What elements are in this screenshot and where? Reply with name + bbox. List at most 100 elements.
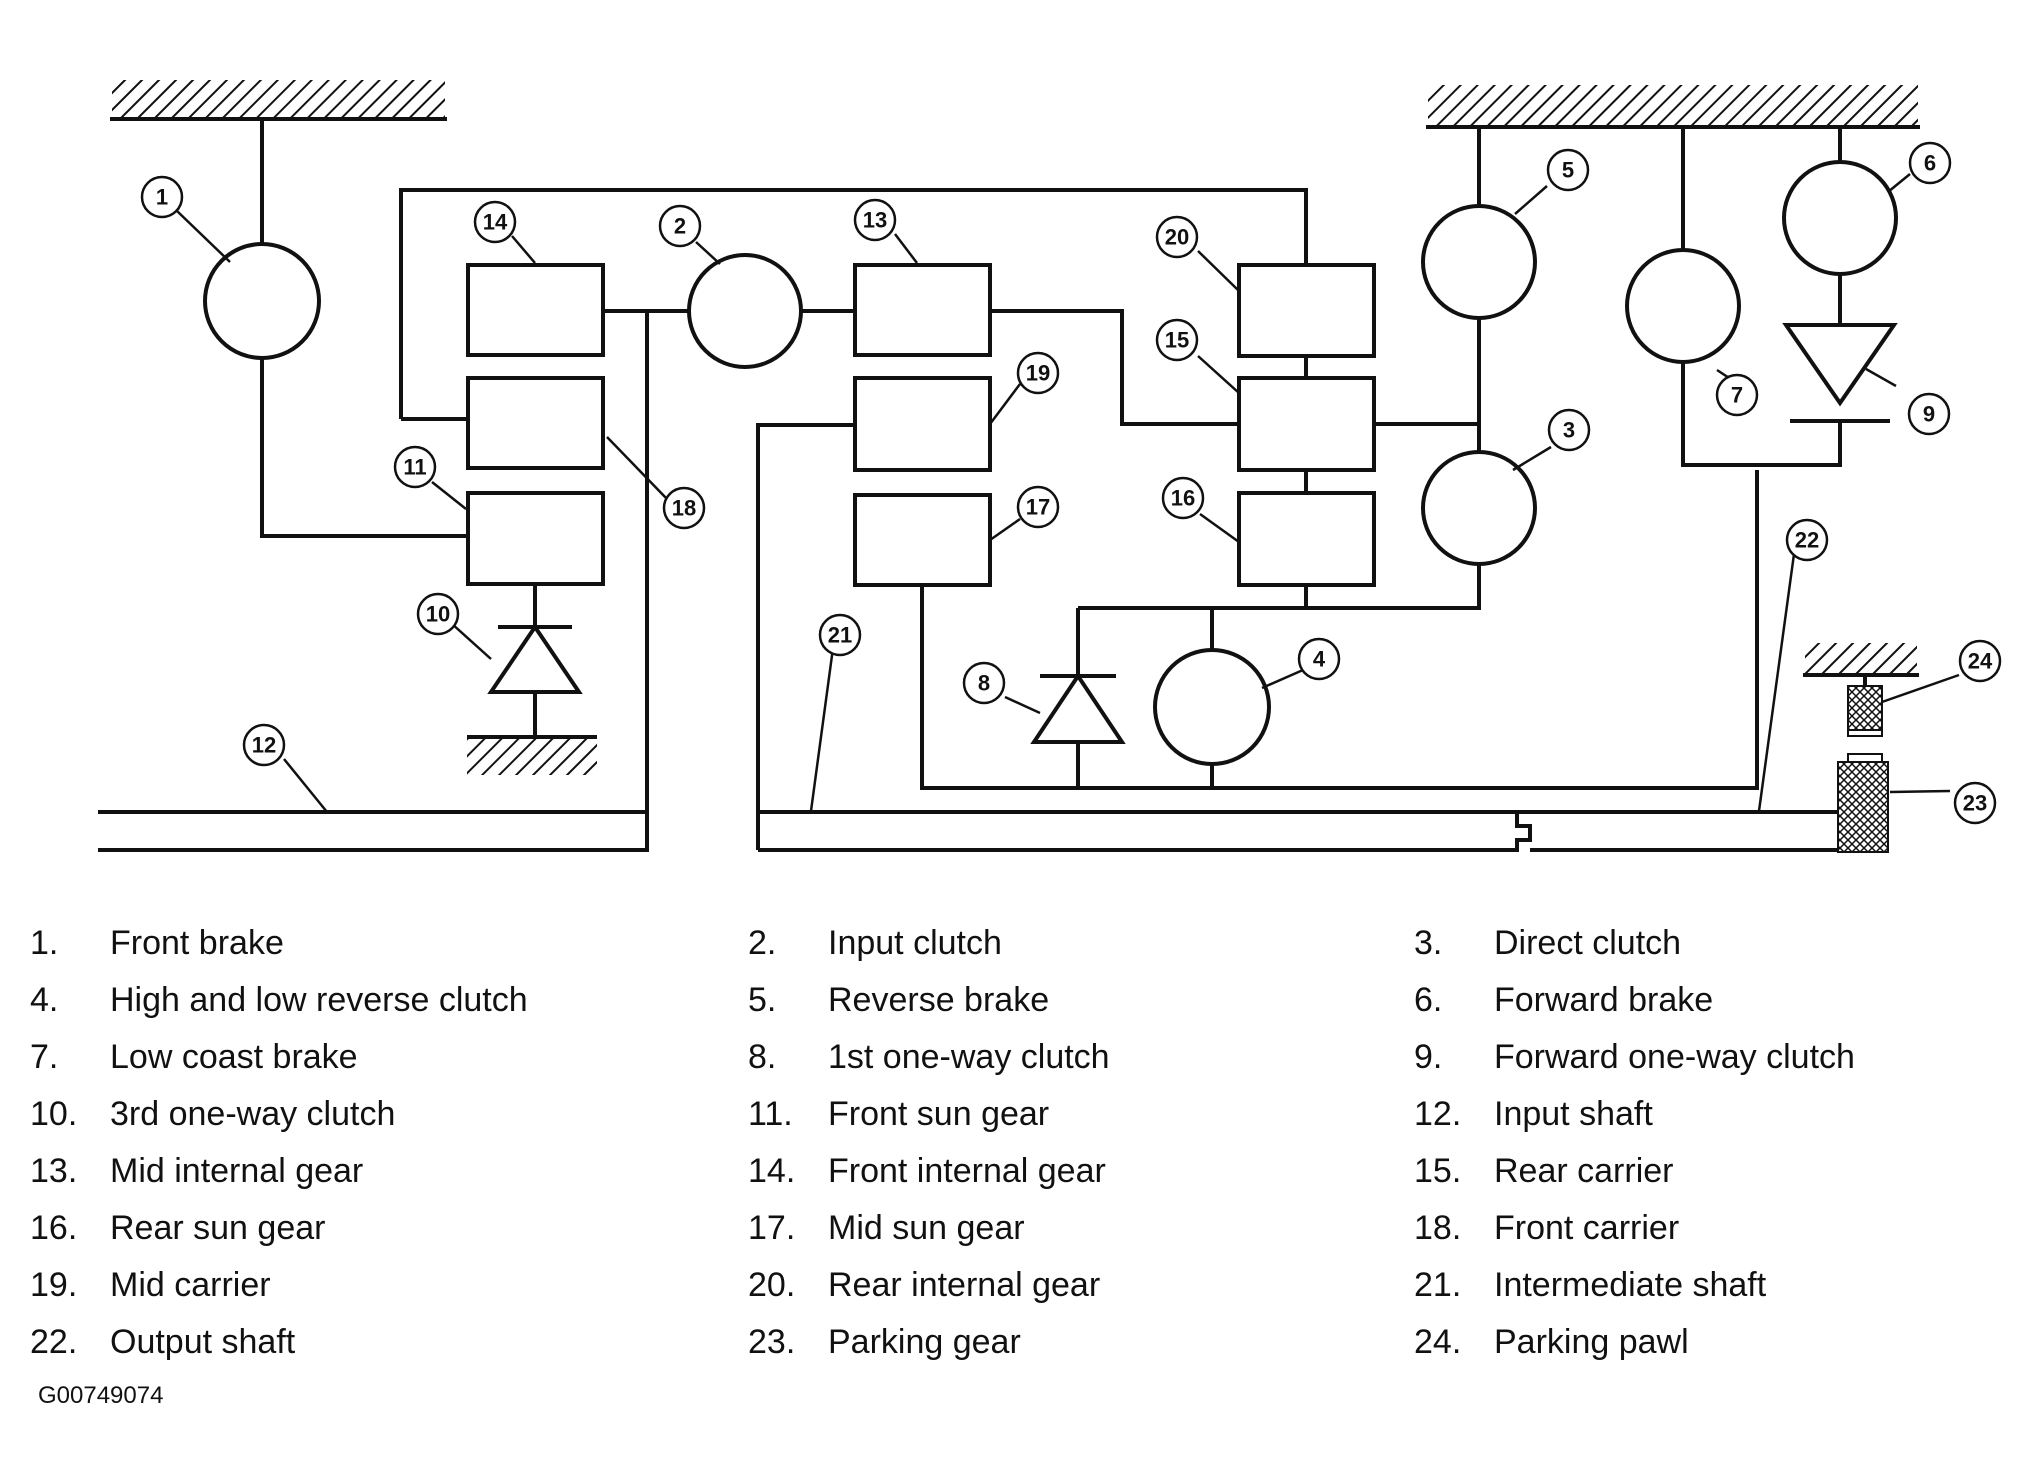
callout-13: 13 (853, 198, 897, 242)
mid-carrier (853, 376, 992, 472)
svg-text:18: 18 (672, 496, 696, 521)
legend-item: 10.3rd one-way clutch (30, 1095, 396, 1133)
svg-text:10: 10 (426, 602, 450, 627)
callout-11: 11 (393, 445, 437, 489)
legend-item: 22.Output shaft (30, 1323, 296, 1361)
svg-text:7: 7 (1731, 383, 1743, 408)
legend-item: 16.Rear sun gear (30, 1209, 326, 1247)
front-internal-gear (466, 263, 605, 357)
svg-text:3: 3 (1563, 418, 1575, 443)
legend-item: 14.Front internal gear (748, 1152, 1106, 1190)
figure-id: G00749074 (38, 1382, 164, 1409)
callout-16: 16 (1161, 476, 1205, 520)
legend-item: 21.Intermediate shaft (1414, 1266, 1767, 1304)
svg-text:13: 13 (863, 208, 887, 233)
legend-item: 2.Input clutch (748, 924, 1002, 962)
svg-text:17: 17 (1026, 495, 1050, 520)
legend-column-3: 3.Direct clutch 6.Forward brake 9.Forwar… (1414, 915, 1855, 1371)
rear-carrier (1237, 376, 1376, 472)
legend-item: 4.High and low reverse clutch (30, 981, 528, 1019)
callout-14: 14 (473, 200, 517, 244)
svg-text:9: 9 (1923, 402, 1935, 427)
front-sun-gear (466, 491, 605, 586)
housing-ground-left (110, 80, 447, 121)
callout-7: 7 (1715, 373, 1759, 417)
callout-20: 20 (1155, 215, 1199, 259)
legend-item: 12.Input shaft (1414, 1095, 1653, 1133)
legend-item: 3.Direct clutch (1414, 924, 1682, 962)
legend-item: 24.Parking pawl (1414, 1323, 1689, 1361)
1st-one-way-clutch (1030, 672, 1126, 744)
gear-train-schematic: 1 2 3 4 5 6 7 8 9 10 11 12 13 14 15 16 1… (98, 80, 2002, 853)
forward-brake (1782, 160, 1898, 276)
parking-gear (1837, 761, 1889, 853)
callout-19: 19 (1016, 351, 1060, 395)
legend-item: 11.Front sun gear (748, 1095, 1050, 1133)
callout-10: 10 (416, 592, 460, 636)
callout-2: 2 (658, 204, 702, 248)
mid-internal-gear (853, 263, 992, 357)
mid-sun-gear (853, 493, 992, 587)
callout-24: 24 (1958, 639, 2002, 683)
rear-sun-gear (1237, 491, 1376, 587)
legend-item: 20.Rear internal gear (748, 1266, 1101, 1304)
legend-column-1: 1.Front brake 4.High and low reverse clu… (30, 915, 528, 1371)
svg-text:20: 20 (1165, 225, 1189, 250)
svg-text:11: 11 (403, 455, 426, 480)
svg-text:14: 14 (483, 210, 508, 235)
callout-8: 8 (962, 661, 1006, 705)
svg-text:16: 16 (1171, 486, 1195, 511)
svg-text:19: 19 (1026, 361, 1050, 386)
svg-text:1: 1 (156, 185, 168, 210)
legend-item: 5.Reverse brake (748, 981, 1050, 1019)
callout-12: 12 (242, 723, 286, 767)
housing-ground-10 (467, 735, 597, 775)
callout-9: 9 (1907, 392, 1951, 436)
parking-pawl (1847, 685, 1883, 731)
legend-item: 9.Forward one-way clutch (1414, 1038, 1855, 1076)
connection-lines (98, 119, 1867, 852)
svg-text:22: 22 (1795, 528, 1819, 553)
callout-23: 23 (1953, 781, 1997, 825)
legend-item: 15.Rear carrier (1414, 1152, 1674, 1190)
callout-21: 21 (818, 613, 862, 657)
legend-item: 19.Mid carrier (30, 1266, 271, 1304)
svg-text:2: 2 (674, 214, 686, 239)
front-carrier (466, 376, 605, 470)
callout-22: 22 (1785, 518, 1829, 562)
input-clutch (687, 253, 803, 369)
legend-item: 18.Front carrier (1414, 1209, 1680, 1247)
callout-6: 6 (1908, 141, 1952, 185)
legend-item: 6.Forward brake (1414, 981, 1714, 1019)
high-and-low-reverse-clutch (1153, 648, 1271, 766)
direct-clutch (1421, 450, 1537, 566)
callout-18: 18 (662, 486, 706, 530)
reverse-brake (1421, 204, 1537, 320)
svg-text:24: 24 (1968, 649, 1993, 674)
housing-ground-24 (1803, 643, 1919, 677)
svg-text:21: 21 (828, 623, 852, 648)
svg-text:8: 8 (978, 671, 990, 696)
legend-item: 7.Low coast brake (30, 1038, 358, 1076)
svg-text:23: 23 (1963, 791, 1987, 816)
legend-column-2: 2.Input clutch 5.Reverse brake 8.1st one… (748, 915, 1110, 1371)
low-coast-brake (1625, 248, 1741, 364)
front-brake (203, 242, 321, 360)
callout-1: 1 (140, 175, 184, 219)
parking-pawl-tip (1847, 729, 1883, 737)
svg-text:4: 4 (1313, 647, 1326, 672)
callout-4: 4 (1297, 637, 1341, 681)
callout-15: 15 (1155, 318, 1199, 362)
callout-5: 5 (1546, 148, 1590, 192)
callout-leaders (176, 173, 1960, 813)
legend-item: 1.Front brake (30, 924, 284, 962)
callout-17: 17 (1016, 485, 1060, 529)
legend-item: 13.Mid internal gear (30, 1152, 364, 1190)
rear-internal-gear (1237, 263, 1376, 358)
svg-text:6: 6 (1924, 151, 1936, 176)
legend-item: 8.1st one-way clutch (748, 1038, 1110, 1076)
housing-ground-right (1426, 85, 1920, 129)
svg-text:5: 5 (1562, 158, 1574, 183)
forward-one-way-clutch (1782, 323, 1898, 423)
callout-3: 3 (1547, 408, 1591, 452)
